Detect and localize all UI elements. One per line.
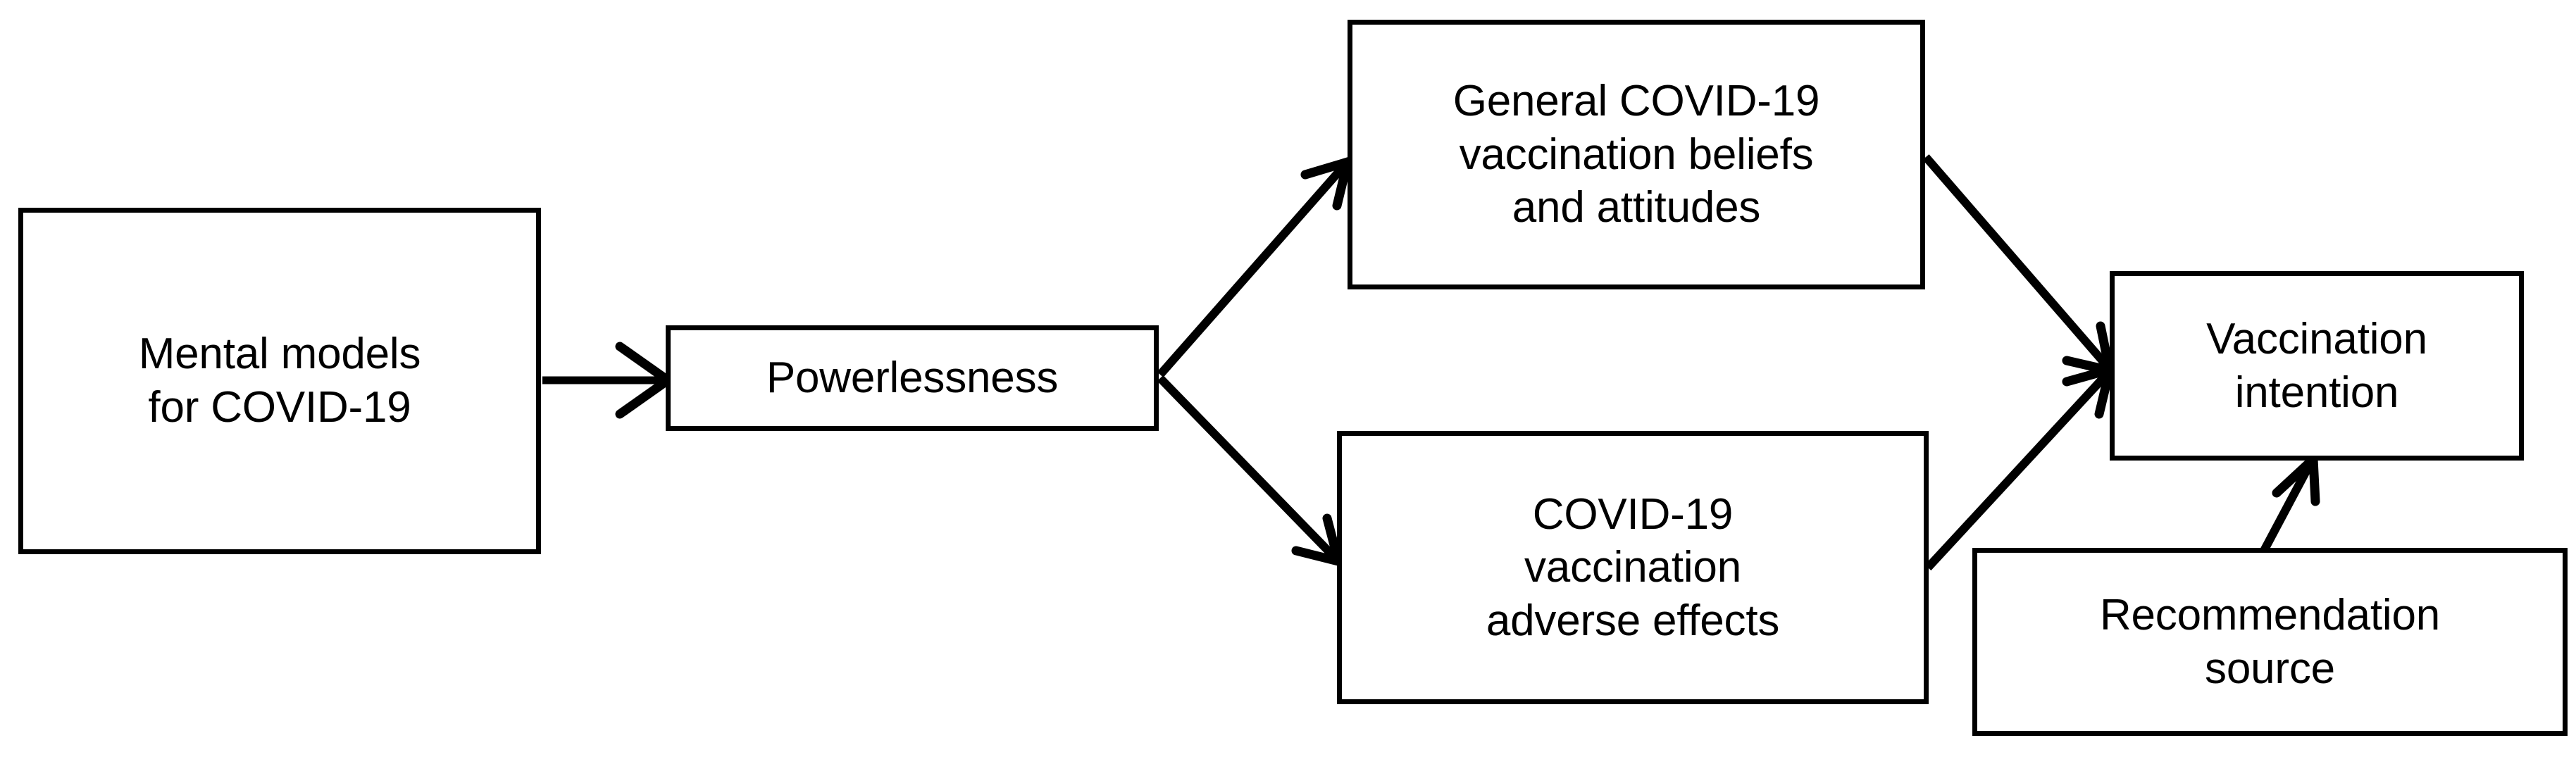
node-recommendation-source[interactable]: Recommendation source — [1972, 548, 2568, 736]
edge-powerlessness-to-general-beliefs — [1157, 155, 1354, 377]
node-mental-models[interactable]: Mental models for COVID-19 — [18, 208, 541, 554]
node-powerlessness-label: Powerlessness — [766, 354, 1059, 403]
edge-powerlessness-to-adverse-effects — [1157, 375, 1345, 568]
edge-adverse-effects-to-vacc-intention — [1924, 363, 2116, 571]
node-adverse-effects[interactable]: COVID-19 vaccination adverse effects — [1337, 431, 1929, 704]
edge-recommendation-to-vacc-intention — [2260, 449, 2320, 553]
node-general-beliefs-label: General COVID-19 vaccination beliefs and… — [1452, 77, 1820, 232]
node-adverse-effects-label: COVID-19 vaccination adverse effects — [1486, 489, 1780, 645]
node-powerlessness[interactable]: Powerlessness — [666, 325, 1159, 431]
node-recommendation-source-label: Recommendation source — [2099, 590, 2441, 693]
node-mental-models-label: Mental models for COVID-19 — [138, 330, 421, 432]
node-general-beliefs[interactable]: General COVID-19 vaccination beliefs and… — [1348, 20, 1925, 289]
edge-mental-models-to-powerlessness — [542, 342, 676, 419]
node-vaccination-intention[interactable]: Vaccination intention — [2110, 271, 2524, 461]
node-vaccination-intention-label: Vaccination intention — [2206, 314, 2427, 417]
edge-general-beliefs-to-vacc-intention — [1922, 154, 2116, 377]
